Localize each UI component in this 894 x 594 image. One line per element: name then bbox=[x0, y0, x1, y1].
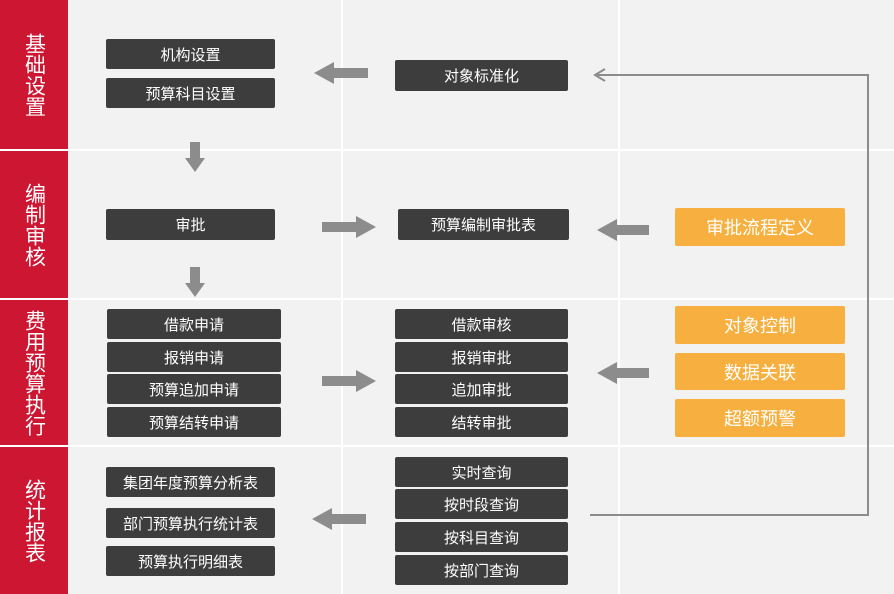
overbudget-warning-box: 超额预警 bbox=[675, 399, 845, 437]
feedback-connector bbox=[590, 68, 869, 516]
column-divider-2 bbox=[618, 0, 620, 594]
borrow-request-label: 借款申请 bbox=[163, 315, 224, 334]
data-association-label: 数据关联 bbox=[724, 362, 796, 384]
row-label-compile-text: 编制审核 bbox=[22, 182, 47, 267]
row-label-reports: 统计报表 bbox=[0, 447, 68, 594]
approval-flow-definition-box: 审批流程定义 bbox=[675, 208, 845, 246]
reimburse-approval-box: 报销审批 bbox=[395, 342, 568, 372]
subject-query-box: 按科目查询 bbox=[395, 522, 568, 552]
row-label-execute-text: 费用预算执行 bbox=[22, 309, 47, 436]
arrow-down-base-to-compile bbox=[185, 142, 205, 172]
reimburse-approval-label: 报销审批 bbox=[451, 348, 512, 367]
department-query-label: 按部门查询 bbox=[443, 561, 519, 580]
group-annual-analysis-label: 集团年度预算分析表 bbox=[122, 473, 258, 492]
org-setting-label: 机构设置 bbox=[160, 45, 221, 64]
approval-flow-definition-label: 审批流程定义 bbox=[706, 218, 814, 239]
period-query-box: 按时段查询 bbox=[395, 489, 568, 519]
approve-label: 审批 bbox=[175, 216, 206, 234]
budget-subject-setting-label: 预算科目设置 bbox=[145, 84, 236, 103]
period-query-label: 按时段查询 bbox=[443, 495, 519, 514]
object-standardization-label: 对象标准化 bbox=[443, 67, 519, 85]
arrow-right-compile bbox=[322, 216, 376, 238]
arrow-left-base bbox=[314, 62, 368, 84]
row-divider-1 bbox=[0, 149, 894, 151]
object-control-box: 对象控制 bbox=[675, 306, 845, 344]
budget-subject-setting-box: 预算科目设置 bbox=[106, 78, 275, 108]
row-label-reports-text: 统计报表 bbox=[22, 478, 47, 563]
group-annual-analysis-box: 集团年度预算分析表 bbox=[106, 467, 275, 497]
add-approval-label: 追加审批 bbox=[451, 380, 512, 399]
carryover-approval-box: 结转审批 bbox=[395, 407, 568, 437]
budget-carryover-request-label: 预算结转申请 bbox=[148, 413, 239, 432]
budget-approval-table-label: 预算编制审批表 bbox=[430, 216, 536, 234]
object-standardization-box: 对象标准化 bbox=[395, 60, 568, 91]
reimburse-request-label: 报销申请 bbox=[163, 348, 224, 367]
budget-add-request-label: 预算追加申请 bbox=[148, 380, 239, 399]
realtime-query-label: 实时查询 bbox=[451, 463, 512, 482]
row-label-compile: 编制审核 bbox=[0, 151, 68, 298]
approve-box: 审批 bbox=[106, 209, 275, 240]
carryover-approval-label: 结转审批 bbox=[451, 413, 512, 432]
column-divider-1 bbox=[341, 0, 343, 594]
row-divider-2 bbox=[0, 298, 894, 300]
arrow-down-compile-to-execute bbox=[185, 267, 205, 297]
row-divider-3 bbox=[0, 445, 894, 447]
subject-query-label: 按科目查询 bbox=[443, 528, 519, 547]
row-label-execute: 费用预算执行 bbox=[0, 300, 68, 445]
arrow-right-execute bbox=[322, 370, 376, 392]
borrow-review-box: 借款审核 bbox=[395, 309, 568, 339]
add-approval-box: 追加审批 bbox=[395, 374, 568, 404]
budget-add-request-box: 预算追加申请 bbox=[107, 374, 281, 404]
budget-approval-table-box: 预算编制审批表 bbox=[398, 209, 569, 240]
realtime-query-box: 实时查询 bbox=[395, 457, 568, 487]
row-label-base: 基础设置 bbox=[0, 0, 68, 149]
arrow-left-flow-definition bbox=[597, 219, 649, 241]
execution-detail-label: 预算执行明细表 bbox=[137, 552, 243, 571]
object-control-label: 对象控制 bbox=[724, 316, 796, 337]
org-setting-box: 机构设置 bbox=[106, 39, 275, 69]
overbudget-warning-label: 超额预警 bbox=[724, 409, 796, 430]
dept-execution-stats-label: 部门预算执行统计表 bbox=[122, 514, 258, 533]
data-association-box: 数据关联 bbox=[675, 353, 845, 390]
reimburse-request-box: 报销申请 bbox=[107, 342, 281, 372]
execution-detail-box: 预算执行明细表 bbox=[106, 546, 275, 576]
arrow-left-reports bbox=[312, 508, 366, 530]
borrow-review-label: 借款审核 bbox=[451, 315, 512, 334]
department-query-box: 按部门查询 bbox=[395, 555, 568, 585]
row-label-base-text: 基础设置 bbox=[22, 32, 47, 117]
dept-execution-stats-box: 部门预算执行统计表 bbox=[106, 508, 275, 538]
arrow-left-controls bbox=[597, 362, 649, 384]
borrow-request-box: 借款申请 bbox=[107, 309, 281, 339]
budget-carryover-request-box: 预算结转申请 bbox=[107, 407, 281, 437]
